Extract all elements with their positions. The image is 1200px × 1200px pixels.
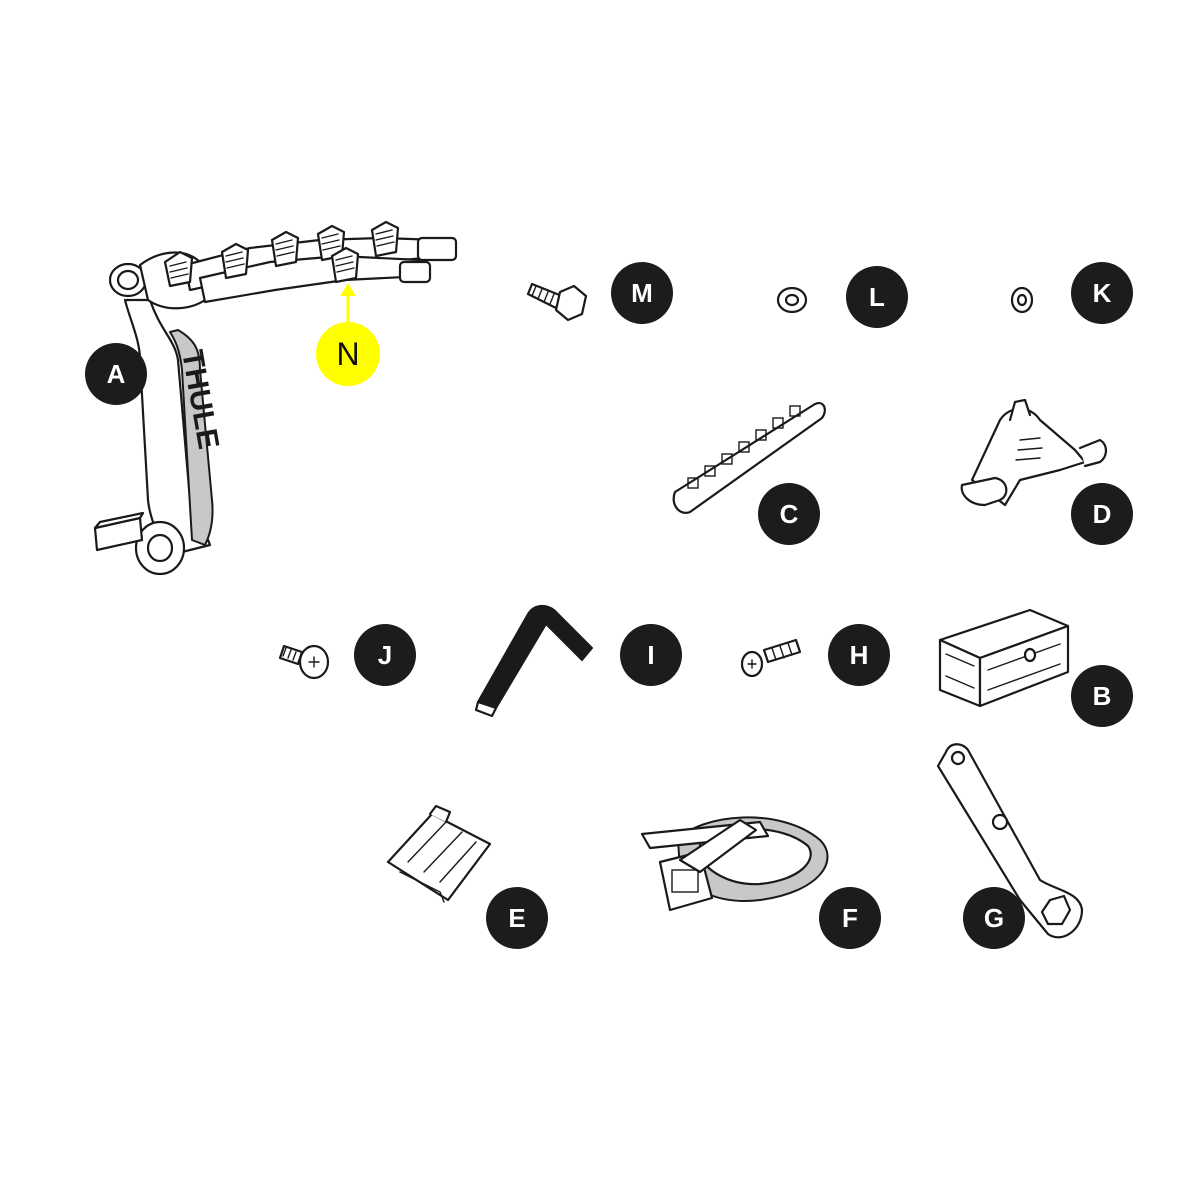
- svg-text:K: K: [1093, 278, 1112, 308]
- part-c-ratchet-strap: [672, 402, 826, 514]
- badge-e: E: [486, 887, 548, 949]
- highlight-label: N: [336, 336, 359, 372]
- part-a-bike-rack: THULE: [93, 220, 458, 576]
- svg-text:C: C: [780, 499, 799, 529]
- part-l-washer: [776, 286, 808, 314]
- svg-text:E: E: [508, 903, 525, 933]
- part-j-screw: [278, 644, 330, 680]
- part-h-screw: [740, 638, 802, 678]
- badge-c: C: [758, 483, 820, 545]
- badge-d: D: [1071, 483, 1133, 545]
- badge-j: J: [354, 624, 416, 686]
- svg-text:F: F: [842, 903, 858, 933]
- svg-text:I: I: [647, 640, 654, 670]
- part-b-hitch-adapter: [938, 608, 1070, 708]
- svg-text:H: H: [850, 640, 869, 670]
- svg-text:L: L: [869, 282, 885, 312]
- badge-h: H: [828, 624, 890, 686]
- svg-text:D: D: [1093, 499, 1112, 529]
- badge-l: L: [846, 266, 908, 328]
- badge-f: F: [819, 887, 881, 949]
- badge-m: M: [611, 262, 673, 324]
- svg-text:G: G: [984, 903, 1004, 933]
- part-e-clip: [386, 804, 492, 903]
- part-d-cradle: [960, 398, 1108, 507]
- svg-text:J: J: [378, 640, 392, 670]
- badge-a: A: [85, 343, 147, 405]
- part-m-bolt: [526, 282, 588, 322]
- badge-i: I: [620, 624, 682, 686]
- highlight-circle: [316, 322, 380, 386]
- svg-text:A: A: [107, 359, 126, 389]
- part-g-wrench: [936, 743, 1084, 939]
- part-k-lock-washer: [1010, 286, 1034, 314]
- part-i-allen-key: [474, 604, 593, 718]
- badge-b: B: [1071, 665, 1133, 727]
- part-f-strap: [640, 816, 829, 912]
- highlight-callout: N: [316, 283, 380, 386]
- badge-k: K: [1071, 262, 1133, 324]
- svg-text:M: M: [631, 278, 653, 308]
- svg-text:B: B: [1093, 681, 1112, 711]
- badge-g: G: [963, 887, 1025, 949]
